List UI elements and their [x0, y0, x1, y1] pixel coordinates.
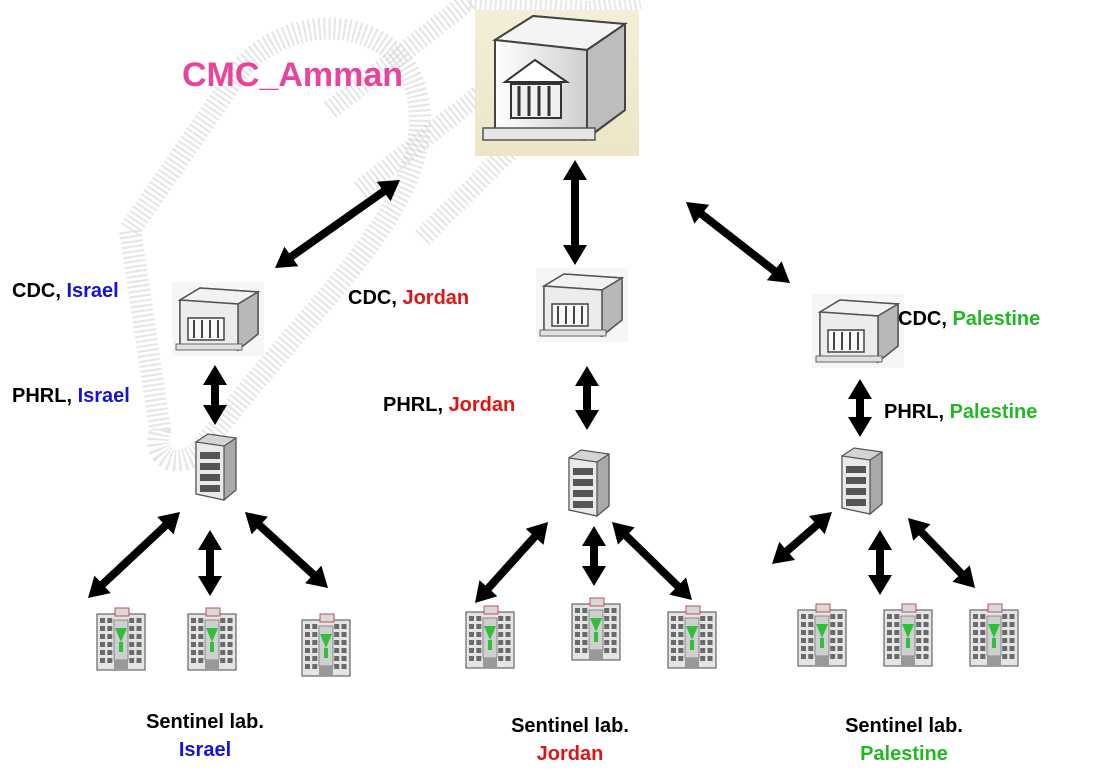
double-arrow-icon — [772, 512, 832, 564]
phrl-label-palestine: PHRL, Palestine — [884, 402, 1037, 422]
sentinel-country-jordan: Jordan — [536, 743, 604, 765]
double-arrow-icon — [575, 366, 599, 430]
double-arrow-icon — [475, 522, 548, 603]
double-arrow-icon — [203, 365, 227, 425]
cdc-building-icon — [812, 294, 904, 368]
phrl-building-icon — [836, 446, 888, 516]
hub-title: CMC_Amman — [182, 56, 404, 94]
double-arrow-icon — [275, 180, 400, 268]
sentinel-lab-building-icon — [794, 602, 850, 670]
sentinel-label-israel: Sentinel lab. Israel — [105, 708, 305, 764]
double-arrow-icon — [868, 530, 892, 595]
sentinel-country-israel: Israel — [178, 739, 232, 761]
sentinel-lab-building-icon — [93, 606, 149, 674]
cdc-prefix: CDC, — [898, 308, 953, 330]
sentinel-label-palestine: Sentinel lab. Palestine — [804, 712, 1004, 768]
sentinel-lab-building-icon — [966, 602, 1022, 670]
cdc-prefix: CDC, — [12, 280, 67, 302]
phrl-prefix: PHRL, — [383, 394, 449, 416]
double-arrow-icon — [582, 526, 606, 586]
phrl-prefix: PHRL, — [12, 385, 78, 407]
sentinel-country-palestine: Palestine — [860, 743, 948, 765]
phrl-prefix: PHRL, — [884, 401, 950, 423]
sentinel-title: Sentinel lab. — [845, 715, 963, 737]
double-arrow-icon — [612, 522, 692, 600]
phrl-country-israel: Israel — [77, 385, 130, 407]
cdc-prefix: CDC, — [348, 287, 403, 309]
sentinel-title: Sentinel lab. — [511, 715, 629, 737]
double-arrow-icon — [686, 202, 790, 283]
cdc-building-icon — [536, 268, 628, 342]
cdc-country-palestine: Palestine — [952, 308, 1041, 330]
sentinel-lab-building-icon — [880, 602, 936, 670]
phrl-label-jordan: PHRL, Jordan — [383, 395, 515, 415]
sentinel-lab-building-icon — [462, 604, 518, 672]
sentinel-lab-building-icon — [184, 606, 240, 674]
cdc-country-jordan: Jordan — [402, 287, 470, 309]
phrl-label-israel: PHRL, Israel — [12, 386, 130, 406]
cdc-building-icon — [172, 282, 264, 356]
double-arrow-icon — [245, 512, 328, 588]
cdc-label-jordan: CDC, Jordan — [348, 288, 469, 308]
phrl-country-jordan: Jordan — [448, 394, 516, 416]
double-arrow-icon — [563, 160, 587, 265]
hub-building-icon — [475, 10, 639, 156]
phrl-building-icon — [563, 448, 615, 518]
cdc-label-israel: CDC, Israel — [12, 281, 119, 301]
double-arrow-icon — [848, 379, 872, 437]
cdc-country-israel: Israel — [66, 280, 119, 302]
phrl-country-palestine: Palestine — [949, 401, 1038, 423]
cdc-label-palestine: CDC, Palestine — [898, 309, 1040, 329]
double-arrow-icon — [198, 530, 222, 596]
double-arrow-icon — [908, 518, 975, 588]
sentinel-lab-building-icon — [568, 596, 624, 664]
sentinel-label-jordan: Sentinel lab. Jordan — [470, 712, 670, 768]
sentinel-title: Sentinel lab. — [146, 711, 264, 733]
double-arrow-icon — [88, 512, 180, 598]
sentinel-lab-building-icon — [298, 612, 354, 680]
phrl-building-icon — [190, 432, 242, 502]
sentinel-lab-building-icon — [664, 604, 720, 672]
